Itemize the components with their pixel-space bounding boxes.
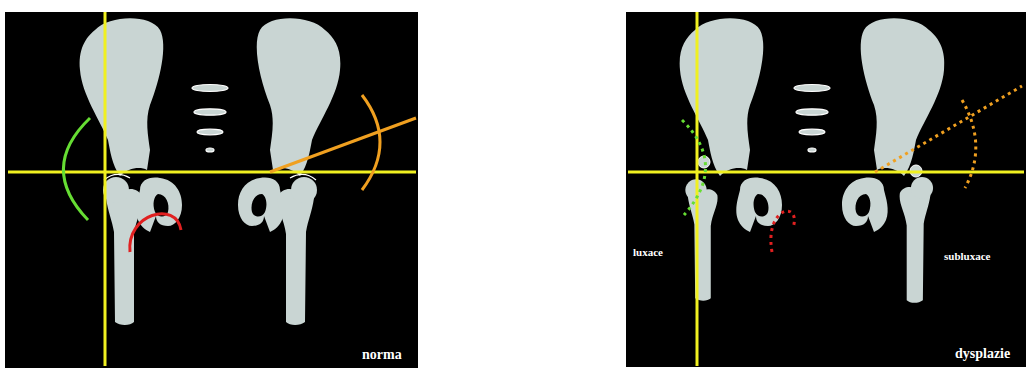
normal-pelvis [8, 12, 416, 366]
panel-ground [626, 12, 1026, 367]
panel-label: norma [362, 347, 402, 362]
panel-label: dysplazie [955, 346, 1010, 361]
panel-ground [5, 12, 418, 368]
dysplastic-pelvis [628, 12, 1024, 366]
panel-label: subluxace [944, 250, 990, 262]
panel-label: luxace [633, 246, 663, 258]
